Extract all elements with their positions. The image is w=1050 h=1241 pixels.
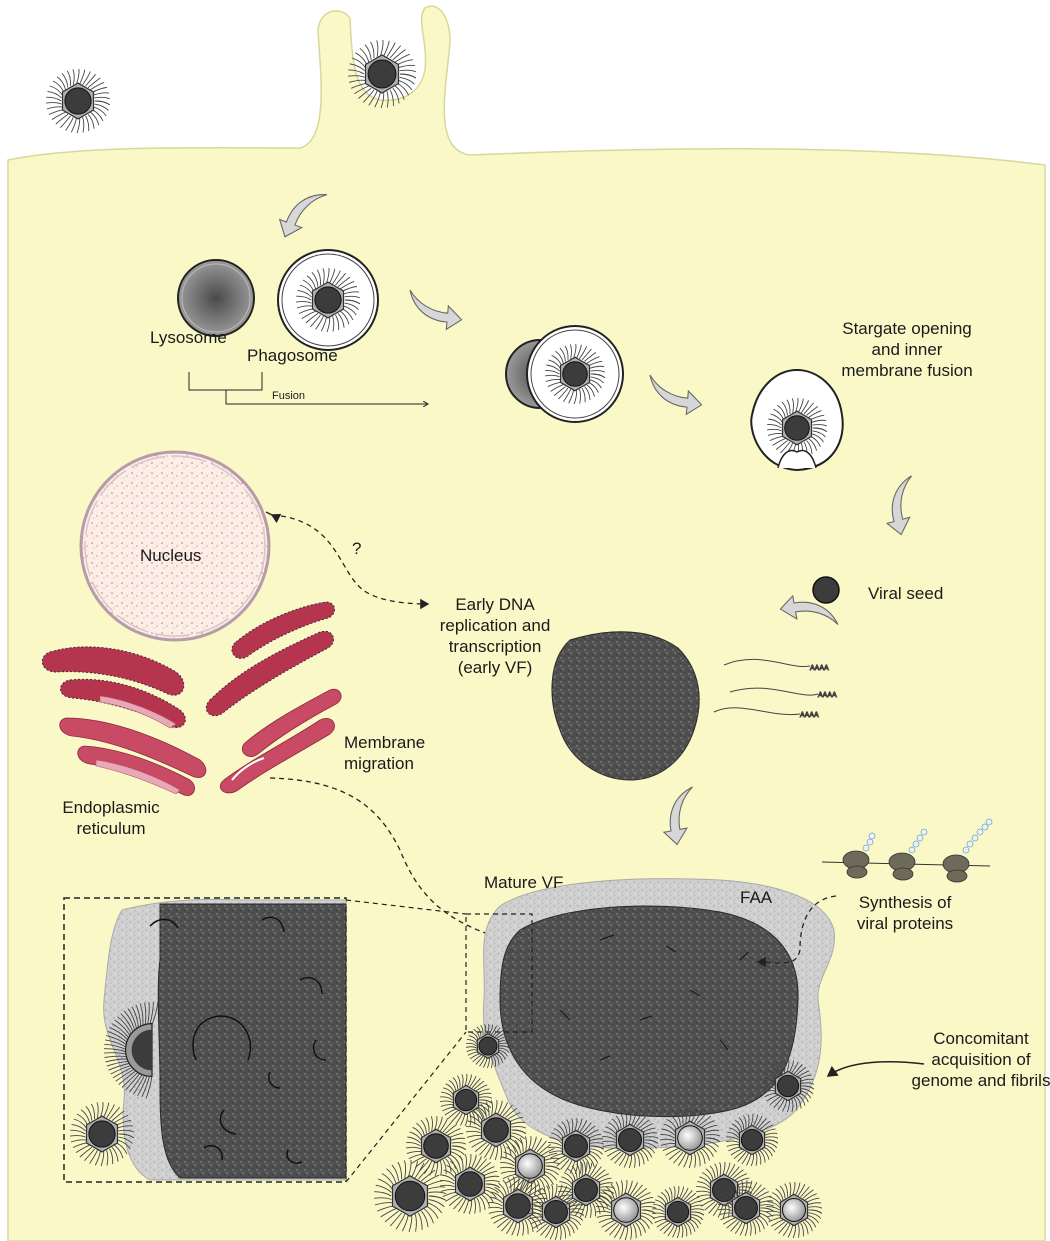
label-er: Endoplasmic reticulum bbox=[36, 797, 186, 839]
stargate-vesicle bbox=[751, 370, 842, 470]
mature-viral-factory bbox=[500, 906, 798, 1117]
lysosome bbox=[178, 260, 254, 336]
label-stargate: Stargate opening and inner membrane fusi… bbox=[812, 318, 1002, 381]
label-concomitant: Concomitant acquisition of genome and fi… bbox=[906, 1028, 1050, 1091]
label-nucleus: Nucleus bbox=[140, 545, 201, 566]
svg-text:AAAA: AAAA bbox=[818, 692, 837, 699]
label-lysosome: Lysosome bbox=[150, 327, 227, 348]
label-viral-seed: Viral seed bbox=[868, 583, 943, 604]
label-phagosome: Phagosome bbox=[247, 345, 338, 366]
svg-text:AAAA: AAAA bbox=[810, 665, 829, 672]
phagosome bbox=[278, 250, 378, 350]
label-fusion: Fusion bbox=[272, 390, 305, 403]
label-faa: FAA bbox=[740, 887, 772, 908]
extracellular-virion-icon bbox=[46, 69, 110, 133]
zoom-inset bbox=[64, 898, 346, 1182]
label-synthesis: Synthesis of viral proteins bbox=[830, 892, 980, 934]
viral-seed bbox=[813, 577, 839, 603]
label-mature-vf: Mature VF bbox=[484, 872, 563, 893]
svg-text:AAAA: AAAA bbox=[800, 712, 819, 719]
label-question: ? bbox=[352, 538, 361, 559]
label-early-vf: Early DNA replication and transcription … bbox=[420, 594, 570, 678]
label-membrane-migration: Membrane migration bbox=[344, 732, 425, 774]
